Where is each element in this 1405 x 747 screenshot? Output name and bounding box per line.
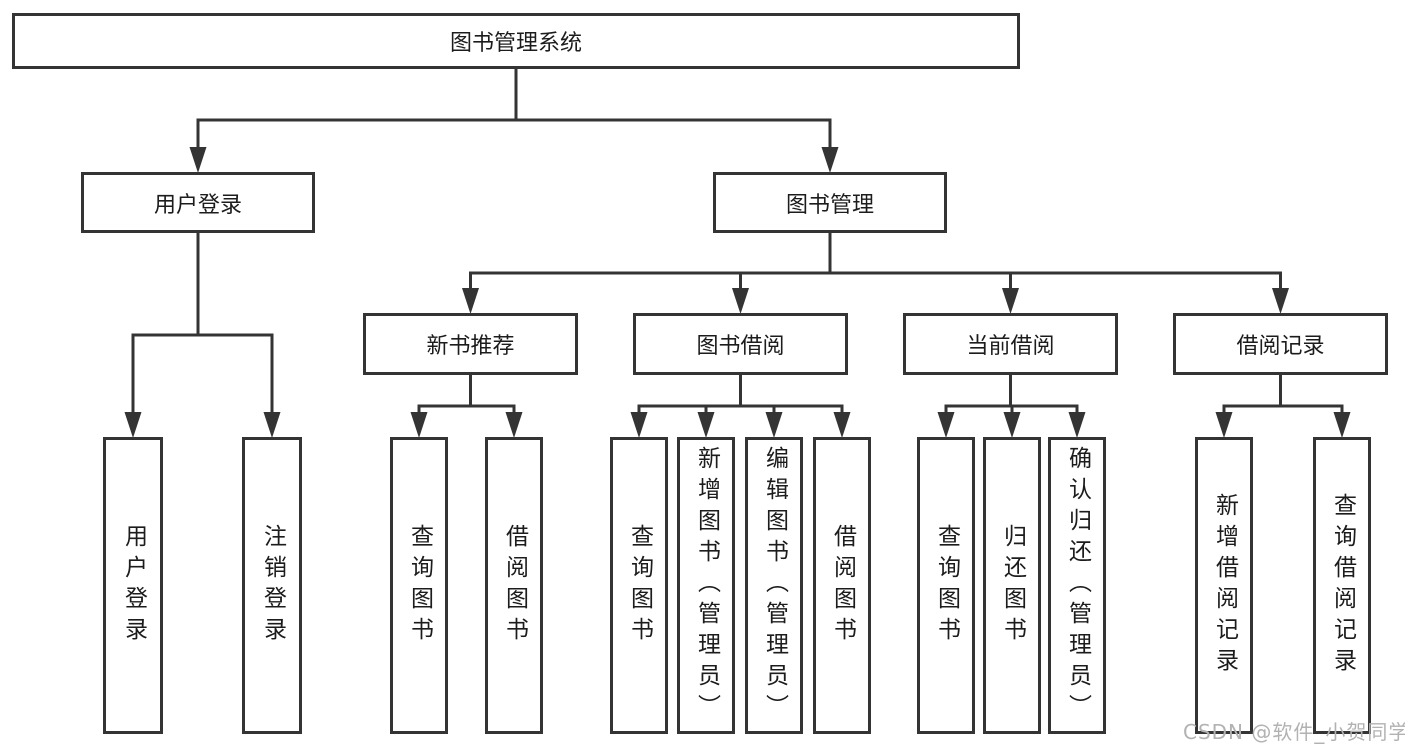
arrowhead-book-borrow [732,288,749,314]
arrowhead-leaf-cb-return [1003,412,1021,438]
arrowhead-leaf-br-add [1215,412,1233,438]
node-label-leaf-user-login: 用户登录 [120,523,147,648]
node-book-borrow: 图书借阅 [633,313,848,375]
arrowhead-current-borrow [1002,288,1019,314]
node-leaf-br-add: 新增借阅记录 [1195,437,1253,734]
node-label-leaf-bb-borrow: 借阅图书 [829,523,856,648]
node-label-leaf-cb-query: 查询图书 [933,523,960,648]
arrowhead-leaf-bb-query [630,412,648,438]
node-label-leaf-br-query: 查询借阅记录 [1329,492,1356,679]
node-leaf-nbr-query: 查询图书 [390,437,448,734]
node-label-leaf-logout: 注销登录 [259,523,286,648]
node-label-leaf-nbr-query: 查询图书 [406,523,433,648]
node-label-leaf-nbr-borrow: 借阅图书 [501,523,528,648]
node-label-user-login: 用户登录 [153,192,242,218]
arrowhead-leaf-bb-add [697,412,715,438]
node-leaf-bb-query: 查询图书 [610,437,668,734]
node-leaf-user-login: 用户登录 [103,437,163,734]
node-user-login: 用户登录 [81,172,315,233]
node-borrow-records: 借阅记录 [1173,313,1388,375]
node-leaf-br-query: 查询借阅记录 [1313,437,1371,734]
node-leaf-bb-borrow: 借阅图书 [813,437,871,734]
node-leaf-cb-return: 归还图书 [983,437,1041,734]
arrowhead-leaf-cb-query [937,412,955,438]
node-label-new-book-rec: 新书推荐 [426,334,515,359]
arrowhead-leaf-nbr-borrow [505,412,523,438]
node-leaf-cb-confirm: 确认归还（管理员） [1048,437,1106,734]
node-label-leaf-bb-add: 新增图书（管理员） [693,446,720,725]
node-leaf-bb-edit: 编辑图书（管理员） [745,437,803,734]
csdn-watermark: CSDN @软件_小贺同学 [1183,720,1405,744]
node-label-root: 图书管理系统 [449,31,582,56]
node-current-borrow: 当前借阅 [903,313,1118,375]
arrowhead-leaf-bb-edit [765,412,783,438]
node-leaf-nbr-borrow: 借阅图书 [485,437,543,734]
node-label-book-mgmt: 图书管理 [785,192,874,218]
arrowhead-leaf-cb-confirm [1068,412,1086,438]
arrowhead-leaf-nbr-query [410,412,428,438]
node-label-borrow-records: 借阅记录 [1236,334,1325,359]
arrowhead-leaf-user-login [124,412,142,438]
node-leaf-logout: 注销登录 [242,437,302,734]
arrowhead-user-login [189,147,207,173]
node-label-leaf-bb-query: 查询图书 [626,523,653,648]
node-leaf-cb-query: 查询图书 [917,437,975,734]
node-label-current-borrow: 当前借阅 [966,334,1055,359]
arrowhead-book-mgmt [821,147,839,173]
node-label-leaf-br-add: 新增借阅记录 [1211,492,1238,679]
node-label-leaf-cb-confirm: 确认归还（管理员） [1064,446,1091,725]
node-leaf-bb-add: 新增图书（管理员） [677,437,735,734]
arrowhead-leaf-br-query [1333,412,1351,438]
node-new-book-rec: 新书推荐 [363,313,578,375]
arrowhead-leaf-bb-borrow [833,412,851,438]
arrowhead-borrow-records [1272,288,1289,314]
arrowhead-new-book-rec [462,288,479,314]
node-root: 图书管理系统 [12,13,1020,69]
node-label-book-borrow: 图书借阅 [696,334,785,359]
node-book-mgmt: 图书管理 [713,172,947,233]
node-label-leaf-cb-return: 归还图书 [999,523,1026,648]
arrowhead-leaf-logout [263,412,281,438]
node-label-leaf-bb-edit: 编辑图书（管理员） [761,446,788,725]
